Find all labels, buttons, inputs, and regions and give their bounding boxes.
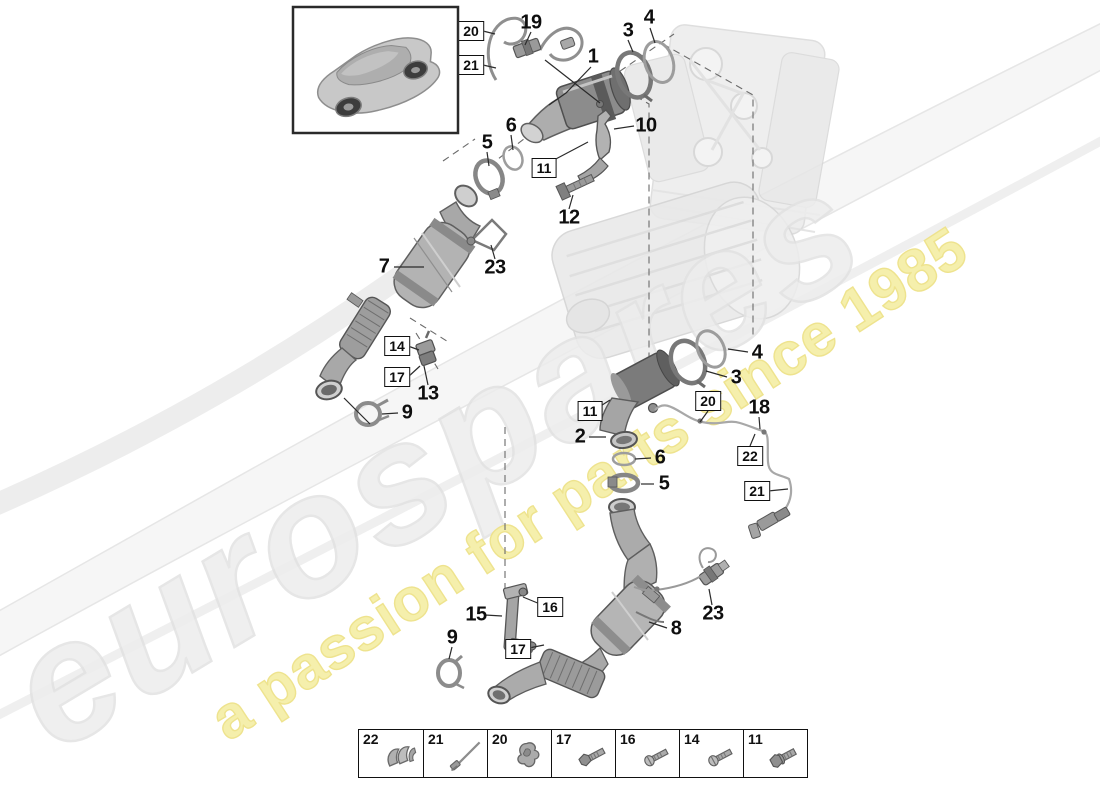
callout-3[interactable]: 3: [622, 19, 634, 42]
icon-clip-small: [508, 739, 550, 775]
icon-bolt-hex: [572, 739, 614, 775]
callout-13[interactable]: 13: [417, 382, 439, 405]
clamp-5-top: [473, 158, 505, 201]
callout-9[interactable]: 9: [446, 626, 458, 649]
callout-5[interactable]: 5: [658, 472, 670, 495]
icon-bolt-flange: [764, 739, 806, 775]
callout-6[interactable]: 6: [505, 114, 517, 137]
callout-10[interactable]: 10: [635, 114, 657, 137]
callout-12[interactable]: 12: [558, 206, 580, 229]
callout-9[interactable]: 9: [401, 401, 413, 424]
callout-23[interactable]: 23: [484, 256, 506, 279]
legend-cell-21[interactable]: 21: [423, 730, 487, 777]
legend-cell-number: 17: [556, 731, 572, 747]
bolt-12: [555, 173, 595, 201]
callout-21[interactable]: 21: [744, 481, 770, 501]
callout-23[interactable]: 23: [702, 602, 724, 625]
legend-cell-17[interactable]: 17: [551, 730, 615, 777]
legend-cell-number: 21: [428, 731, 444, 747]
callout-17[interactable]: 17: [505, 639, 531, 659]
callout-8[interactable]: 8: [670, 617, 682, 640]
icon-screw-pan: [700, 739, 742, 775]
legend-cell-number: 14: [684, 731, 700, 747]
callout-14[interactable]: 14: [384, 336, 410, 356]
legend-cell-number: 16: [620, 731, 636, 747]
clamp-3-mid: [668, 338, 708, 389]
legend-cell-20[interactable]: 20: [487, 730, 551, 777]
clamp-5-mid: [607, 472, 641, 494]
callout-11[interactable]: 11: [577, 401, 603, 421]
callout-2[interactable]: 2: [574, 425, 586, 448]
callout-5[interactable]: 5: [481, 131, 493, 154]
callout-15[interactable]: 15: [465, 603, 487, 626]
callout-18[interactable]: 18: [748, 396, 770, 419]
o-ring-6-top: [502, 145, 524, 171]
sealing-ring-4-mid: [695, 329, 727, 369]
callout-17[interactable]: 17: [384, 367, 410, 387]
icon-cable-tie: [444, 739, 486, 775]
engine-illustration: [623, 24, 840, 235]
car-illustration: [317, 37, 441, 118]
callout-20[interactable]: 20: [458, 21, 484, 41]
vehicle-thumbnail[interactable]: [291, 5, 460, 135]
sensor-wire-18: [654, 404, 793, 539]
callout-20[interactable]: 20: [695, 391, 721, 411]
legend-cell-11[interactable]: 11: [743, 730, 807, 777]
transmission-illustration: [551, 181, 801, 360]
mount-13: [415, 330, 437, 367]
legend-cell-22[interactable]: 22: [359, 730, 423, 777]
callout-6[interactable]: 6: [654, 446, 666, 469]
callout-4[interactable]: 4: [751, 341, 763, 364]
legend-cell-number: 20: [492, 731, 508, 747]
callout-11[interactable]: 11: [531, 158, 557, 178]
icon-screw-pan: [636, 739, 678, 775]
clamp-3-top: [614, 50, 654, 103]
callout-22[interactable]: 22: [737, 446, 763, 466]
sealing-ring-4-top: [642, 40, 676, 84]
callout-3[interactable]: 3: [730, 366, 742, 389]
callout-19[interactable]: 19: [520, 11, 542, 34]
callout-4[interactable]: 4: [643, 6, 655, 29]
hardware-legend: 22 21 20 17 16 14 11: [358, 729, 808, 778]
catalytic-converter-7: [315, 184, 482, 401]
legend-cell-number: 22: [363, 731, 379, 747]
clamp-9-bottom: [436, 654, 465, 690]
callout-21[interactable]: 21: [458, 55, 484, 75]
leader-lines: [343, 27, 789, 660]
legend-cell-16[interactable]: 16: [615, 730, 679, 777]
clamp-9-left: [354, 398, 390, 427]
oxygen-sensor-23-bottom: [633, 547, 730, 592]
icon-clip-double: [380, 739, 422, 775]
bracket-23-top: [466, 218, 508, 252]
catalytic-converter-8: [487, 498, 671, 705]
pressure-pipe-2: [599, 349, 680, 450]
callout-7[interactable]: 7: [378, 255, 390, 278]
callout-16[interactable]: 16: [537, 597, 563, 617]
swoosh-graphic: [0, 23, 1100, 720]
callout-1[interactable]: 1: [587, 45, 599, 68]
oxygen-sensor-19: [486, 16, 584, 81]
legend-cell-14[interactable]: 14: [679, 730, 743, 777]
legend-cell-number: 11: [748, 731, 763, 747]
